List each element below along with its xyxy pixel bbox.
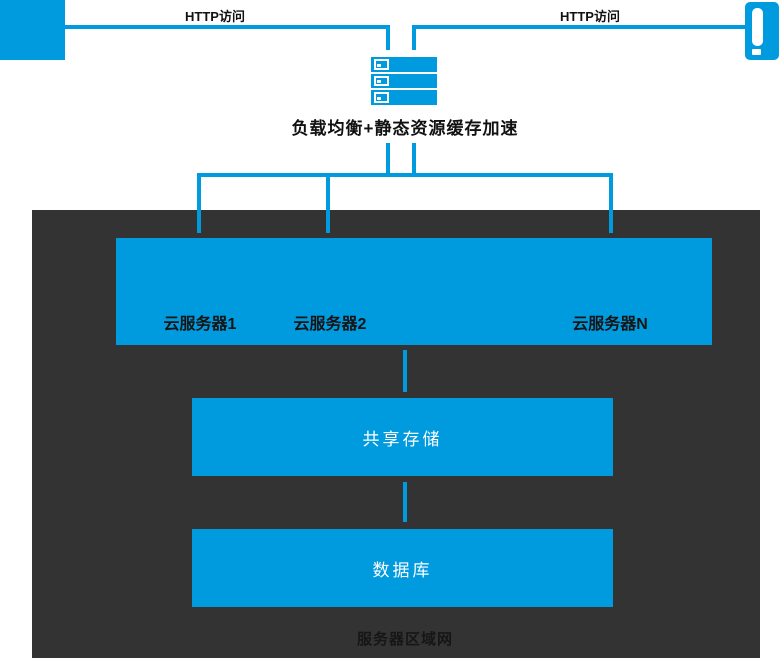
http-access-label-right: HTTP访问 [560,9,620,24]
database-label: 数据库 [372,560,433,580]
server-led-cell [374,75,389,87]
shared-storage-label: 共享存储 [362,429,443,449]
server-row [371,57,437,72]
phone-screen [752,8,763,46]
server-row [371,90,437,106]
cloud-server-2-label: 云服务器2 [293,316,367,333]
database-box: 数据库 [192,529,613,607]
cloud-server-n-label: 云服务器N [572,316,648,333]
pc-icon [0,0,65,60]
load-balancer-label: 负载均衡+静态资源缓存加速 [291,119,519,138]
shared-storage-box: 共享存储 [192,398,613,476]
phone-icon [745,2,779,60]
drop-line-server2 [326,173,330,233]
connector-phone-to-lb [416,25,745,29]
connector-cluster-to-storage [403,350,407,392]
connector-pc-to-lb [65,25,390,29]
server-row [371,73,437,89]
server-led-cell [374,92,389,104]
phone-home-button [752,49,761,55]
connector-pc-drop [386,25,390,50]
cloud-server-cluster: 云服务器1 云服务器2 云服务器N [116,238,712,345]
server-region-network-label: 服务器区域网 [356,631,453,648]
connector-storage-to-database [403,482,407,522]
cloud-server-1-label: 云服务器1 [163,316,237,333]
load-balancer-icon [371,57,437,106]
connector-phone-drop [412,25,416,50]
connector-lb-down-right [412,143,416,175]
server-led-cell [374,59,389,70]
distribution-line [197,173,613,177]
connector-lb-down-left [386,143,390,175]
http-access-label-left: HTTP访问 [185,9,245,24]
drop-line-server1 [197,173,201,233]
drop-line-serverN [609,173,613,233]
